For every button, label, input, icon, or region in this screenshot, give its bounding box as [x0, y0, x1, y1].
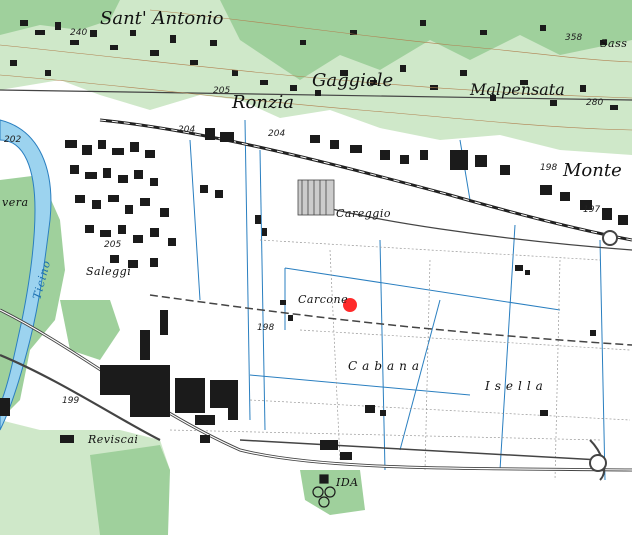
- contour-lines: [0, 9, 632, 131]
- buildings-town: [65, 128, 628, 268]
- river-ticino: [0, 119, 52, 431]
- buildings-hillside: [10, 20, 618, 110]
- forest-bottom-left: [90, 445, 170, 535]
- forest-top-left: [0, 0, 120, 35]
- roundabout-monte: [602, 230, 618, 246]
- label-sant-antonio: Sant' Antonio: [100, 8, 224, 29]
- field-boundaries: [169, 239, 631, 481]
- buildings-industrial: [0, 310, 238, 425]
- label-monte: Monte: [562, 160, 622, 181]
- elevation-205b: 205: [104, 240, 121, 250]
- careggio-greenhouses: [297, 179, 335, 216]
- elevation-197: 197: [583, 205, 600, 215]
- label-vera: vera: [2, 196, 29, 209]
- label-carcone: Carcone: [298, 293, 348, 306]
- label-saleggi: Saleggi: [86, 265, 131, 278]
- elevation-204b: 204: [268, 129, 285, 139]
- label-gaggiole: Gaggiole: [312, 70, 393, 91]
- hillside-forest-area: [220, 0, 632, 80]
- label-malpensata: Malpensata: [469, 80, 565, 99]
- label-ronzia: Ronzia: [231, 92, 294, 113]
- label-reviscai: Reviscai: [87, 433, 138, 446]
- elevation-202: 202: [4, 135, 21, 145]
- label-isella: Isella: [484, 379, 548, 393]
- buildings-rural: [60, 215, 596, 460]
- elevation-199: 199: [62, 396, 79, 406]
- label-cabana: Cabana: [348, 359, 424, 373]
- elevation-240: 240: [70, 28, 87, 38]
- elevation-358: 358: [565, 33, 582, 43]
- survey-point-marker[interactable]: [343, 298, 357, 312]
- forest-ida: [300, 470, 365, 515]
- label-careggio: Careggio: [336, 207, 391, 220]
- label-sass: Sass: [600, 37, 627, 50]
- roundabout-east: [589, 454, 607, 472]
- railway-line: [99, 118, 632, 242]
- elevation-198a: 198: [540, 163, 557, 173]
- elevation-198b: 198: [257, 323, 274, 333]
- forest-patch-saleggi: [60, 300, 120, 360]
- ida-treatment-plant: [312, 474, 336, 508]
- elevation-205a: 205: [213, 86, 230, 96]
- elevation-280: 280: [586, 98, 603, 108]
- label-ida: IDA: [335, 476, 359, 489]
- elevation-204a: 204: [178, 125, 195, 135]
